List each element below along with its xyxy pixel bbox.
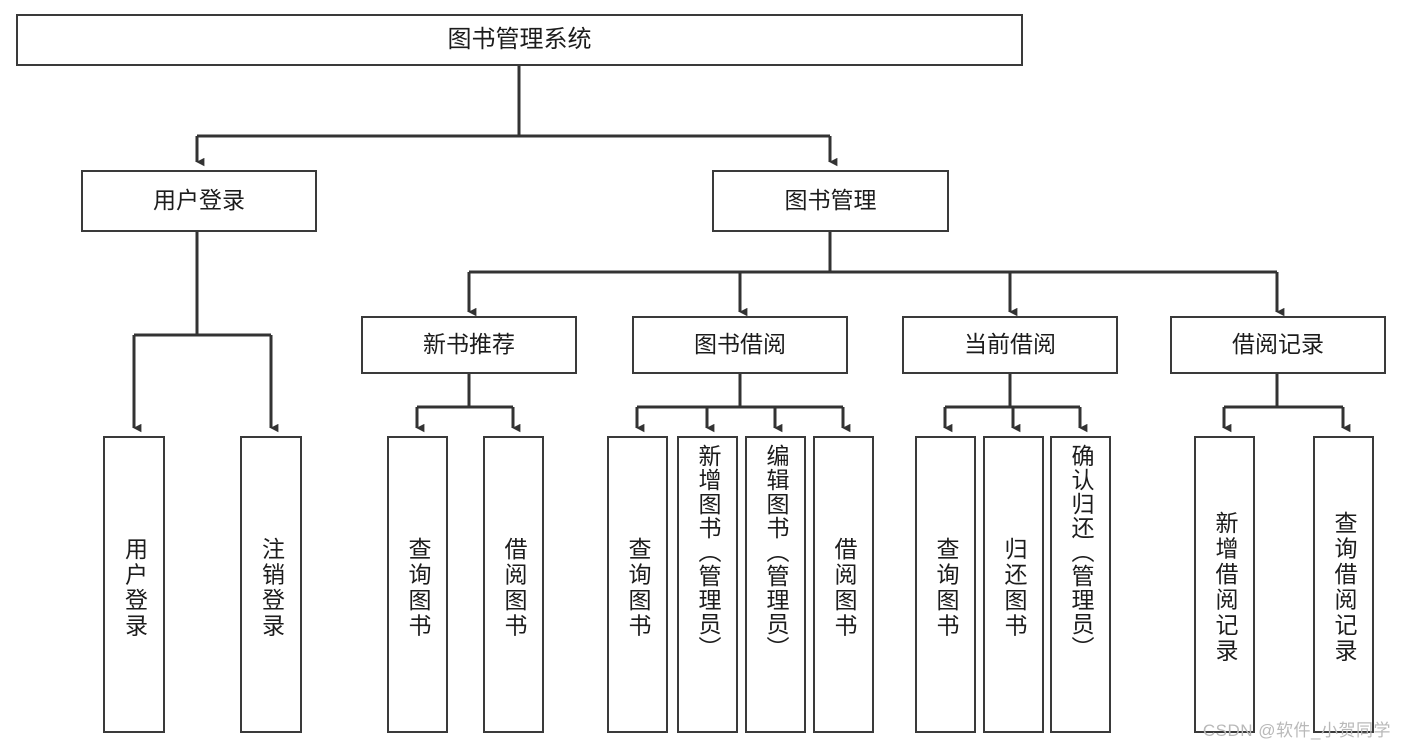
node-leaf-borrow-book-recommend[interactable]: 借阅图书 — [483, 436, 544, 733]
node-label: 借阅记录 — [1232, 331, 1324, 358]
node-label: 查询图书 — [933, 536, 959, 639]
node-leaf-query-book-current[interactable]: 查询图书 — [915, 436, 976, 733]
node-label: 查询图书 — [625, 536, 651, 639]
node-label: 查询图书 — [405, 536, 431, 639]
node-book-borrow[interactable]: 图书借阅 — [632, 316, 848, 374]
node-label: 用户登录 — [121, 536, 148, 639]
node-book-management[interactable]: 图书管理 — [712, 170, 949, 232]
node-label: 图书管理 — [784, 187, 877, 214]
node-new-book-recommend[interactable]: 新书推荐 — [361, 316, 577, 374]
node-label: 当前借阅 — [964, 331, 1056, 358]
node-label: 查询借阅记录 — [1331, 511, 1357, 664]
node-borrow-record[interactable]: 借阅记录 — [1170, 316, 1386, 374]
node-leaf-query-borrow-record[interactable]: 查询借阅记录 — [1313, 436, 1374, 733]
node-leaf-query-book-borrow[interactable]: 查询图书 — [607, 436, 668, 733]
node-root-book-management-system[interactable]: 图书管理系统 — [16, 14, 1023, 66]
node-leaf-borrow-book-borrow[interactable]: 借阅图书 — [813, 436, 874, 733]
node-leaf-confirm-return[interactable]: 确认归还（管理员） — [1050, 436, 1111, 733]
node-leaf-add-borrow-record[interactable]: 新增借阅记录 — [1194, 436, 1255, 733]
node-label: 图书借阅 — [694, 331, 786, 358]
node-user-login[interactable]: 用户登录 — [81, 170, 317, 232]
node-label: 借阅图书 — [501, 536, 527, 639]
node-leaf-logout-login[interactable]: 注销登录 — [240, 436, 302, 733]
node-leaf-query-book-recommend[interactable]: 查询图书 — [387, 436, 448, 733]
node-label: 编辑图书（管理员） — [763, 444, 789, 660]
node-label: 确认归还（管理员） — [1068, 444, 1094, 660]
node-leaf-add-book[interactable]: 新增图书（管理员） — [677, 436, 738, 733]
node-label: 新增图书（管理员） — [695, 444, 721, 660]
node-leaf-return-book[interactable]: 归还图书 — [983, 436, 1044, 733]
node-leaf-edit-book[interactable]: 编辑图书（管理员） — [745, 436, 806, 733]
node-label: 借阅图书 — [831, 536, 857, 639]
node-label: 用户登录 — [153, 187, 245, 214]
node-current-borrow[interactable]: 当前借阅 — [902, 316, 1118, 374]
node-label: 归还图书 — [1001, 536, 1027, 639]
node-label: 图书管理系统 — [447, 25, 592, 53]
node-label: 注销登录 — [258, 536, 285, 639]
node-leaf-user-login[interactable]: 用户登录 — [103, 436, 165, 733]
node-label: 新增借阅记录 — [1212, 511, 1238, 664]
node-label: 新书推荐 — [423, 331, 515, 358]
